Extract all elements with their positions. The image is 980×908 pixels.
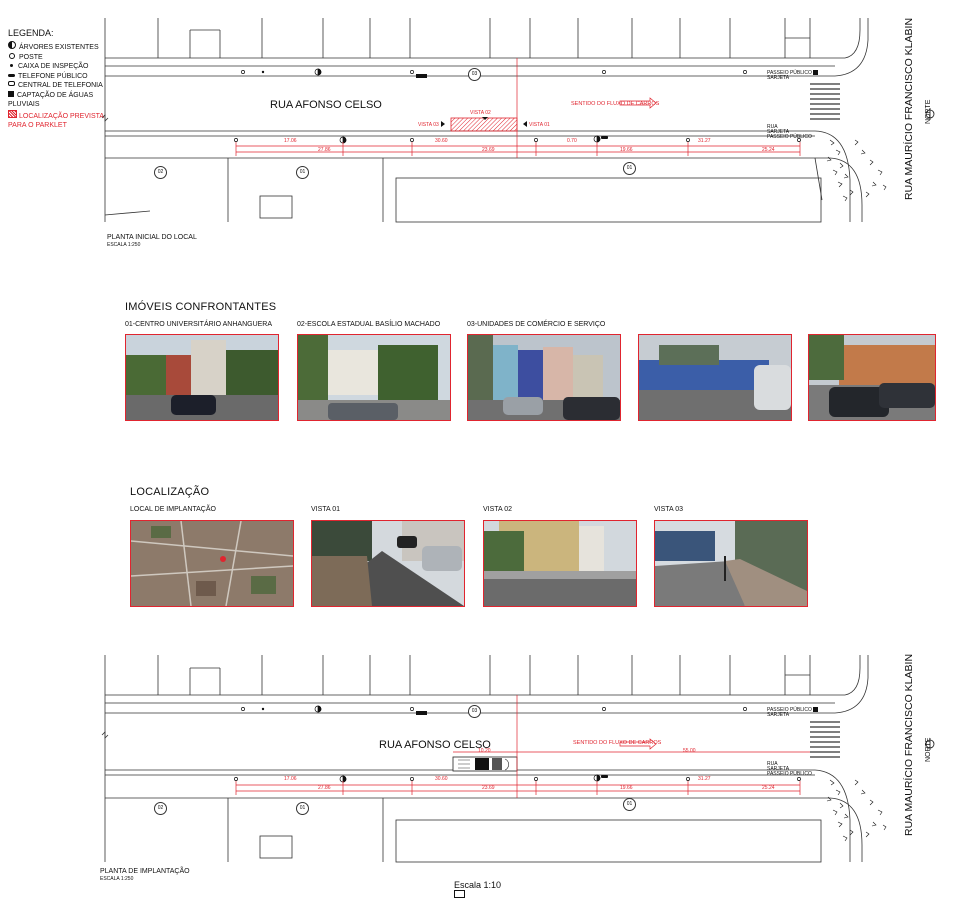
caption-view-01: VISTA 01 [311, 506, 341, 513]
flow-direction-label: SENTIDO DO FLUXO DE CARROS [573, 740, 662, 746]
cross-street-plan2: RUA MAURÍCIO FRANCISCO KLABIN [903, 653, 915, 836]
plan-implantation-drawing [101, 655, 935, 863]
dim-label: 23.69 [482, 147, 495, 153]
caption-view-03: VISTA 03 [654, 506, 684, 513]
dim-label: 10.20 [478, 748, 491, 754]
sidewalk-label: SARJETA [767, 766, 790, 772]
dim-label: 30.60 [435, 776, 448, 782]
plan-initial-drawing [101, 18, 935, 223]
cross-street-plan1: RUA MAURÍCIO FRANCISCO KLABIN [903, 17, 915, 200]
plan1-scale: ESCALA 1:250 [107, 242, 141, 248]
view-03-label: VISTA 03 [418, 122, 439, 128]
dim-label: 17.06 [284, 138, 297, 144]
parklet-area [450, 117, 518, 132]
parklet-footprint [452, 756, 518, 772]
sidewalk-label: PASSEIO PÚBLICO [767, 707, 812, 713]
lot-label-03: 03 [468, 68, 481, 81]
legend-item-inspection: CAIXA DE INSPEÇÃO [8, 62, 108, 72]
caption-site-location: LOCAL DE IMPLANTAÇÃO [130, 506, 216, 513]
photo-property-05 [808, 334, 936, 421]
footer-scale: Escala 1:10 [454, 880, 502, 890]
sidewalk-label: PASSEIO PÚBLICO [767, 771, 812, 777]
inspection-box-icon [10, 64, 13, 67]
dim-label: 19.66 [620, 147, 633, 153]
dim-label: 19.66 [620, 785, 633, 791]
photo-property-01 [125, 334, 279, 421]
photo-property-02 [297, 334, 451, 421]
lot-label-01b: 01 [623, 162, 636, 175]
flow-direction-label: SENTIDO DO FLUXO DE CARROS [571, 101, 660, 107]
caption-property-03: 03-UNIDADES DE COMÉRCIO E SERVIÇO [467, 321, 606, 328]
street-name-plan2: RUA AFONSO CELSO [379, 739, 491, 751]
section-title-imoveis: IMÓVEIS CONFRONTANTES [125, 301, 277, 313]
parklet-hatch-icon [8, 109, 17, 118]
sidewalk-label: SARJETA [767, 129, 790, 135]
sidewalk-label: RUA [767, 124, 778, 130]
legend-item-phone: TELEFONE PÚBLICO [8, 72, 108, 82]
section-title-localizacao: LOCALIZAÇÃO [130, 486, 210, 498]
lot-label-01a: 01 [296, 166, 309, 179]
view-02-label: VISTA 02 [470, 110, 491, 116]
caption-property-01: 01-CENTRO UNIVERSITÁRIO ANHANGUERA [125, 321, 273, 328]
lot-label-02: 02 [154, 166, 167, 179]
dim-label: 17.06 [284, 776, 297, 782]
sidewalk-label: SARJETA [767, 712, 790, 718]
photo-property-04 [638, 334, 792, 421]
sidewalk-label: PASSEIO PÚBLICO [767, 134, 812, 140]
photo-view-01 [311, 520, 465, 607]
lot-label-01a: 01 [296, 802, 309, 815]
street-name-plan1: RUA AFONSO CELSO [270, 99, 382, 111]
dim-label: 31.27 [698, 776, 711, 782]
dim-label: 27.86 [318, 147, 331, 153]
tree-icon [8, 41, 16, 49]
dim-label: 30.60 [435, 138, 448, 144]
legend-item-telephony: CENTRAL DE TELEFONIA [8, 81, 108, 91]
dim-label: 55.00 [683, 748, 696, 754]
legend: ÁRVORES EXISTENTES POSTE CAIXA DE INSPEÇ… [8, 41, 108, 131]
photo-property-03 [467, 334, 621, 421]
sidewalk-label: RUA [767, 761, 778, 767]
view-01-label: VISTA 01 [529, 122, 550, 128]
scale-icon [454, 890, 465, 898]
lot-label-03: 03 [468, 705, 481, 718]
dim-label: 0.70 [567, 138, 577, 144]
caption-view-02: VISTA 02 [483, 506, 513, 513]
dim-label: 25.24 [762, 785, 775, 791]
plan2-scale: ESCALA 1:250 [100, 876, 134, 882]
legend-title: LEGENDA: [8, 28, 54, 38]
lot-label-02: 02 [154, 802, 167, 815]
telephony-icon [8, 81, 15, 86]
plan1-title: PLANTA INICIAL DO LOCAL [107, 234, 197, 241]
phone-icon [8, 73, 15, 77]
north-label-plan1: NORTE [925, 99, 932, 124]
drain-icon [8, 90, 14, 97]
plan2-title: PLANTA DE IMPLANTAÇÃO [100, 868, 190, 875]
aerial-map-image [130, 520, 294, 607]
legend-item-trees: ÁRVORES EXISTENTES [8, 41, 108, 53]
photo-view-02 [483, 520, 637, 607]
pole-icon [9, 52, 15, 59]
photo-view-03 [654, 520, 808, 607]
dim-label: 27.86 [318, 785, 331, 791]
dim-label: 23.69 [482, 785, 495, 791]
dim-label: 25.24 [762, 147, 775, 153]
north-label-plan2: NORTE [925, 737, 932, 762]
sidewalk-label: PASSEIO PÚBLICO [767, 70, 812, 76]
sidewalk-label: SARJETA [767, 75, 790, 81]
dim-label: 31.27 [698, 138, 711, 144]
lot-label-01b: 01 [623, 798, 636, 811]
legend-item-pole: POSTE [8, 52, 108, 63]
caption-property-02: 02-ESCOLA ESTADUAL BASÍLIO MACHADO [297, 321, 441, 328]
